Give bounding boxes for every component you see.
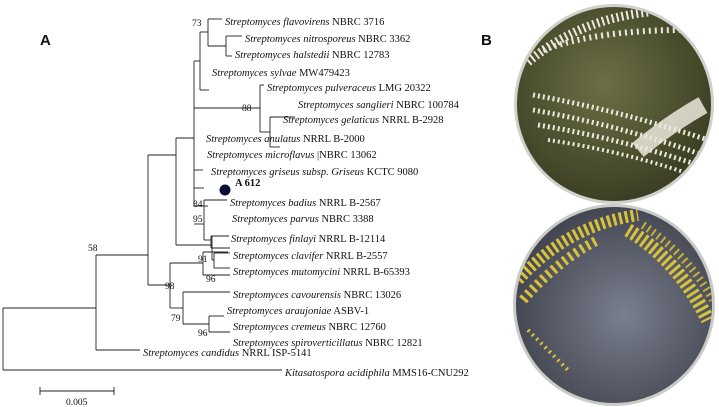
scale-bar: 0.005: [39, 387, 115, 407]
bootstrap-value: 88: [242, 104, 252, 114]
taxon-label: Streptomyces pulveraceus LMG 20322: [267, 83, 431, 94]
taxon-label: Streptomyces sanglieri NBRC 100784: [298, 100, 460, 111]
taxon-label: Streptomyces nitrosporeus NBRC 3362: [245, 34, 410, 45]
bootstrap-value: 84: [193, 200, 203, 210]
tree-branches: [2, 18, 295, 371]
bootstrap-value: 96: [206, 275, 216, 285]
bootstrap-value: 73: [192, 19, 202, 29]
taxon-label: Streptomyces cremeus NBRC 12760: [233, 322, 386, 333]
bootstrap-value: 96: [198, 329, 208, 339]
yellow-colony-streaks: [516, 209, 712, 372]
taxon-labels: Streptomyces flavovirens NBRC 3716Strept…: [143, 17, 469, 379]
white-colony-streaks: [525, 7, 709, 177]
taxon-label: Streptomyces clavifer NRRL B-2557: [233, 251, 388, 262]
bootstrap-value: 79: [171, 314, 181, 324]
highlight-taxon-label: A 612: [235, 178, 260, 189]
taxon-label: Streptomyces anulatus NRRL B-2000: [206, 134, 365, 145]
panel-label-a: A: [40, 32, 51, 49]
highlight-marker: [219, 184, 231, 196]
taxon-label: Streptomyces candidus NRRL ISP-5141: [143, 348, 312, 359]
bootstrap-value: 95: [193, 215, 203, 225]
panel-label-b: B: [481, 32, 492, 49]
phylogenetic-tree: Streptomyces flavovirens NBRC 3716Strept…: [2, 17, 469, 407]
taxon-label: Streptomyces microflavus |NBRC 13062: [207, 150, 377, 161]
petri-dish-yellow-colonies: [513, 204, 715, 406]
taxon-label: Streptomyces mutomycini NRRL B-65393: [233, 267, 410, 278]
bootstrap-values: 73 88 84 95 58 91 96 98 79 96: [88, 19, 252, 339]
taxon-label: Streptomyces flavovirens NBRC 3716: [225, 17, 384, 28]
bootstrap-value: 98: [165, 282, 175, 292]
petri-dish-white-colonies: [514, 4, 714, 204]
taxon-label: Streptomyces finlayi NRRL B-12114: [231, 234, 386, 245]
bootstrap-value: 58: [88, 244, 98, 254]
taxon-label: Streptomyces cavourensis NBRC 13026: [233, 290, 401, 301]
taxon-label: Streptomyces sylvae MW479423: [212, 68, 350, 79]
scale-bar-label: 0.005: [66, 398, 88, 407]
taxon-label: Streptomyces badius NRRL B-2567: [230, 198, 381, 209]
taxon-label: Kitasatospora acidiphila MMS16-CNU292: [284, 368, 469, 379]
taxon-label: Streptomyces halstedii NBRC 12783: [235, 50, 389, 61]
taxon-label: Streptomyces araujoniae ASBV-1: [227, 306, 369, 317]
taxon-label: Streptomyces griseus subsp. Griseus KCTC…: [211, 167, 418, 178]
culture-plates: [513, 4, 715, 406]
taxon-label: Streptomyces spiroverticillatus NBRC 128…: [233, 338, 423, 349]
taxon-label: Streptomyces parvus NBRC 3388: [232, 214, 374, 225]
bootstrap-value: 91: [198, 255, 208, 265]
taxon-label: Streptomyces gelaticus NRRL B-2928: [283, 115, 444, 126]
